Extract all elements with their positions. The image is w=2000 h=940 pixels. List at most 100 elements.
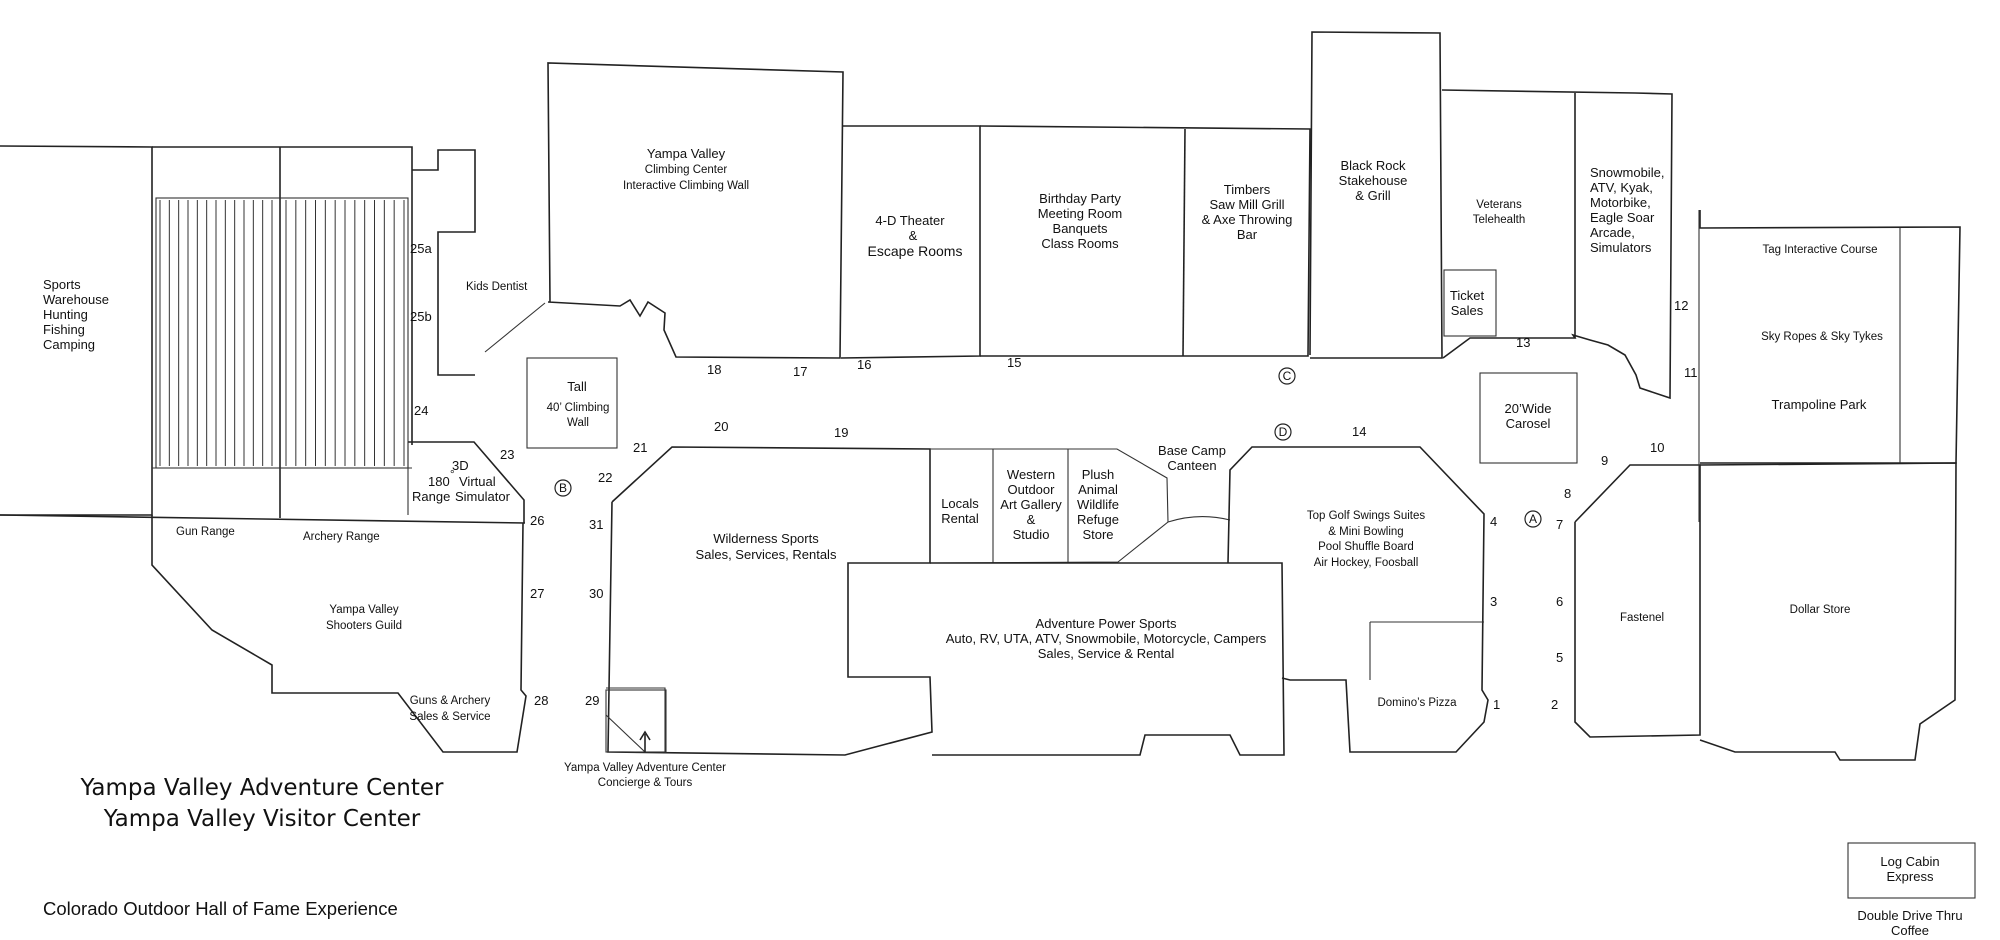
unit-9: 9 bbox=[1601, 453, 1608, 468]
marker-a[interactable]: A bbox=[1524, 510, 1542, 528]
unit-21: 21 bbox=[633, 440, 647, 455]
unit-28: 28 bbox=[534, 693, 548, 708]
veterans-line2: Telehealth bbox=[1473, 214, 1525, 226]
trampoline-park-area[interactable]: Tag Interactive Course Sky Ropes & Sky T… bbox=[1699, 210, 1961, 464]
unit-12: 12 bbox=[1674, 298, 1688, 313]
guns-archery-line2: Sales & Service bbox=[409, 711, 490, 723]
climbing-center-line3: Interactive Climbing Wall bbox=[623, 180, 749, 192]
veterans-area[interactable]: Veterans Telehealth bbox=[1441, 89, 1673, 400]
concierge-area[interactable]: Yampa Valley Adventure Center Concierge … bbox=[564, 689, 726, 789]
unit-5: 5 bbox=[1556, 650, 1563, 665]
power-sports-line3: Sales, Service & Rental bbox=[1038, 646, 1175, 661]
timbers-area[interactable]: Timbers Saw Mill Grill & Axe Throwing Ba… bbox=[1202, 182, 1293, 242]
dominos-area[interactable]: Domino’s Pizza bbox=[1369, 621, 1484, 709]
timbers-line2: Saw Mill Grill bbox=[1209, 197, 1284, 212]
sports-warehouse-line4: Fishing bbox=[43, 322, 85, 337]
unit-25b: 25b bbox=[410, 309, 432, 324]
unit-3: 3 bbox=[1490, 594, 1497, 609]
timbers-line4: Bar bbox=[1237, 227, 1258, 242]
timbers-line1: Timbers bbox=[1224, 182, 1271, 197]
theater-line3: Escape Rooms bbox=[868, 243, 963, 259]
black-rock-line3: & Grill bbox=[1355, 188, 1391, 203]
simulator-simulator: Simulator bbox=[455, 489, 511, 504]
western-gallery-line4: & bbox=[1027, 512, 1036, 527]
base-camp-line1: Base Camp bbox=[1158, 443, 1226, 458]
tall-climbing-line3: Wall bbox=[567, 417, 589, 429]
unit-24: 24 bbox=[414, 403, 428, 418]
wilderness-line2: Sales, Services, Rentals bbox=[696, 547, 837, 562]
log-cabin-express-area[interactable]: Log Cabin Express Double Drive Thru Coff… bbox=[1847, 842, 1976, 938]
simulator-virtual: Virtual bbox=[459, 474, 496, 489]
marker-d[interactable]: D bbox=[1274, 423, 1292, 441]
unit-30: 30 bbox=[589, 586, 603, 601]
shooters-guild-area[interactable]: Yampa Valley Shooters Guild Guns & Arche… bbox=[151, 515, 527, 753]
unit-numbers: 1 2 3 4 5 6 7 8 9 10 11 12 13 14 15 16 1… bbox=[410, 241, 1698, 712]
birthday-line4: Class Rooms bbox=[1041, 236, 1119, 251]
carosel-area[interactable]: 20’Wide Carosel bbox=[1479, 372, 1578, 464]
snowmobile-line5: Arcade, bbox=[1590, 225, 1635, 240]
virtual-simulator-area[interactable]: 3D 180 ° Virtual Range Simulator bbox=[407, 441, 525, 523]
unit-16: 16 bbox=[857, 357, 871, 372]
tall-climbing-wall-area[interactable]: Tall 40’ Climbing Wall bbox=[526, 357, 618, 449]
dollar-store-area[interactable]: Dollar Store bbox=[1699, 462, 1957, 761]
birthday-party-area[interactable]: Birthday Party Meeting Room Banquets Cla… bbox=[979, 125, 1311, 357]
snowmobile-line3: Motorbike, bbox=[1590, 195, 1651, 210]
sports-warehouse-line1: Sports bbox=[43, 277, 81, 292]
unit-20: 20 bbox=[714, 419, 728, 434]
unit-8: 8 bbox=[1564, 486, 1571, 501]
plush-animal-line3: Wildlife bbox=[1077, 497, 1119, 512]
plush-animal-line2: Animal bbox=[1078, 482, 1118, 497]
simulator-3d: 3D bbox=[452, 458, 469, 473]
wilderness-sports-area[interactable]: Wilderness Sports Sales, Services, Renta… bbox=[606, 446, 933, 756]
simulator-range: Range bbox=[412, 489, 450, 504]
fastenel-area[interactable]: Fastenel bbox=[1574, 464, 1701, 738]
sports-warehouse-area[interactable]: Sports Warehouse Hunting Fishing Camping bbox=[0, 145, 153, 516]
snowmobile-line6: Simulators bbox=[1590, 240, 1652, 255]
unit-10: 10 bbox=[1650, 440, 1664, 455]
top-golf-line4: Air Hockey, Foosball bbox=[1314, 557, 1419, 569]
log-cabin-line2: Express bbox=[1887, 869, 1934, 884]
snowmobile-area[interactable]: Snowmobile, ATV, Kyak, Motorbike, Eagle … bbox=[1590, 165, 1664, 255]
drive-thru-line2: Coffee bbox=[1891, 923, 1929, 938]
snowmobile-line4: Eagle Soar bbox=[1590, 210, 1655, 225]
black-rock-area[interactable]: Black Rock Stakehouse & Grill bbox=[1309, 31, 1443, 359]
base-camp-canteen-area[interactable]: Base Camp Canteen bbox=[1158, 443, 1231, 523]
guns-archery-line1: Guns & Archery bbox=[410, 695, 491, 707]
map-subtitle: Colorado Outdoor Hall of Fame Experience bbox=[43, 898, 398, 919]
top-golf-line3: Pool Shuffle Board bbox=[1318, 541, 1414, 553]
top-golf-area[interactable]: Top Golf Swings Suites & Mini Bowling Po… bbox=[1227, 446, 1489, 753]
unit-29: 29 bbox=[585, 693, 599, 708]
simulator-degree: ° bbox=[450, 469, 455, 481]
gun-archery-range[interactable]: Gun Range Archery Range bbox=[0, 146, 526, 543]
fastenel-label: Fastenel bbox=[1620, 612, 1664, 624]
theater-area[interactable]: 4-D Theater & Escape Rooms bbox=[840, 125, 981, 359]
power-sports-area[interactable]: Adventure Power Sports Auto, RV, UTA, AT… bbox=[930, 562, 1285, 756]
ticket-sales-area[interactable]: Ticket Sales bbox=[1443, 269, 1497, 337]
unit-7: 7 bbox=[1556, 517, 1563, 532]
power-sports-line2: Auto, RV, UTA, ATV, Snowmobile, Motorcyc… bbox=[946, 631, 1267, 646]
unit-6: 6 bbox=[1556, 594, 1563, 609]
tall-climbing-line1: Tall bbox=[567, 379, 587, 394]
plush-animal-line4: Refuge bbox=[1077, 512, 1119, 527]
tag-course-label: Tag Interactive Course bbox=[1762, 244, 1877, 256]
marker-c[interactable]: C bbox=[1278, 367, 1296, 385]
climbing-center-area[interactable]: Yampa Valley Climbing Center Interactive… bbox=[547, 62, 844, 359]
black-rock-line2: Stakehouse bbox=[1339, 173, 1408, 188]
unit-23: 23 bbox=[500, 447, 514, 462]
unit-31: 31 bbox=[589, 517, 603, 532]
simulator-180: 180 bbox=[428, 474, 450, 489]
kids-dentist-area[interactable]: Kids Dentist bbox=[412, 149, 546, 376]
unit-25a: 25a bbox=[410, 241, 432, 256]
unit-1: 1 bbox=[1493, 697, 1500, 712]
power-sports-line1: Adventure Power Sports bbox=[1036, 616, 1177, 631]
locals-rental-line2: Rental bbox=[941, 511, 979, 526]
unit-2: 2 bbox=[1551, 697, 1558, 712]
carosel-line1: 20’Wide bbox=[1505, 401, 1552, 416]
climbing-center-line2: Climbing Center bbox=[645, 164, 728, 176]
unit-26: 26 bbox=[530, 513, 544, 528]
map-title-line2: Yampa Valley Visitor Center bbox=[103, 806, 421, 832]
locals-rental-area[interactable]: Locals Rental Western Outdoor Art Galler… bbox=[929, 448, 1169, 564]
log-cabin-line1: Log Cabin bbox=[1880, 854, 1939, 869]
marker-b[interactable]: B bbox=[554, 479, 572, 497]
